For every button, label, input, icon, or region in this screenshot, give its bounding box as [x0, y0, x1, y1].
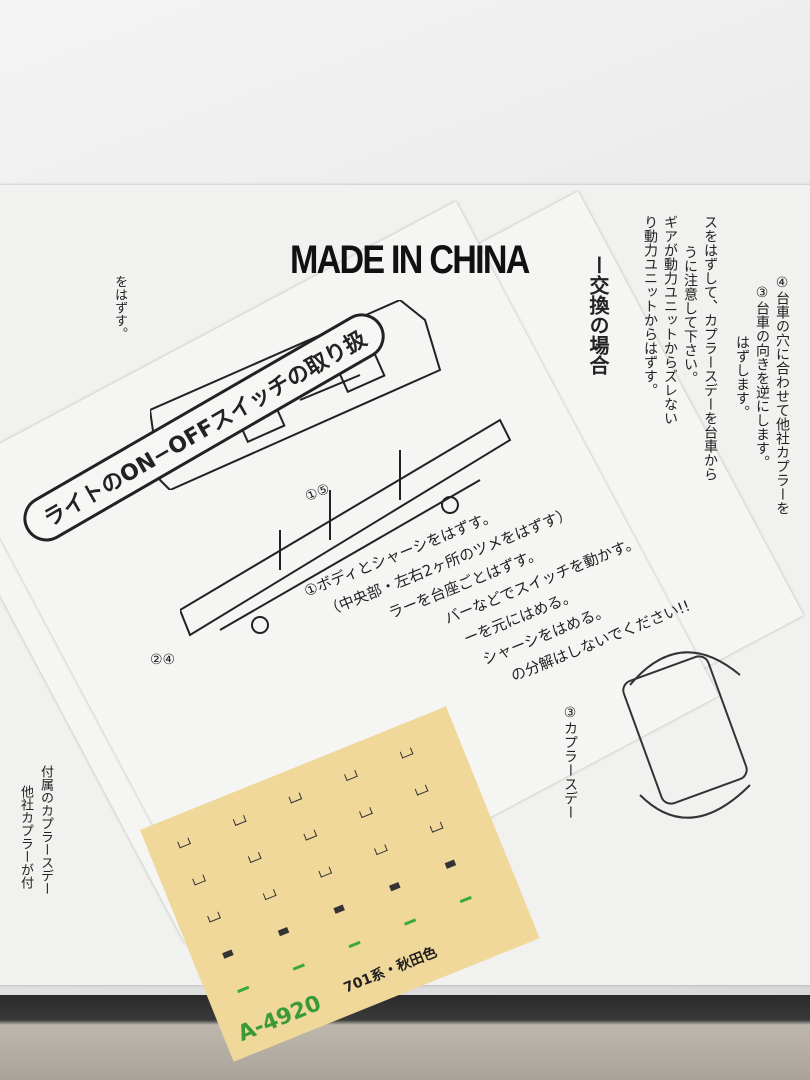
side-line: ④台車の穴に合わせて他社カプラーを [774, 275, 790, 515]
side-line: スをはずして、カプラースデーを台車から [702, 215, 718, 481]
chassis-diagram [180, 418, 512, 637]
text-left-top: をはずす。 [112, 275, 127, 340]
side-line: はずします。 [734, 335, 750, 419]
text-left-bottom-2: 他社カプラーが付 [18, 785, 33, 889]
coupler-label: ③カプラースデー [562, 705, 578, 819]
side-line: り動力ユニットからはずす。 [642, 215, 658, 397]
background-surface [0, 995, 810, 1080]
side-line: ③台車の向きを逆にします。 [754, 285, 770, 469]
side-line: ギアが動力ユニットからズレない [662, 215, 678, 425]
bogie-diagram [622, 651, 751, 819]
side-heading: ー交換の場合 [586, 255, 610, 375]
text-left-bottom-1: 付属のカプラースデー [38, 765, 53, 895]
made-in-china-stamp: MADE IN CHINA [290, 238, 530, 282]
callout-2-4: ②④ [150, 652, 176, 668]
side-line: うに注意して下さい。 [682, 245, 698, 385]
